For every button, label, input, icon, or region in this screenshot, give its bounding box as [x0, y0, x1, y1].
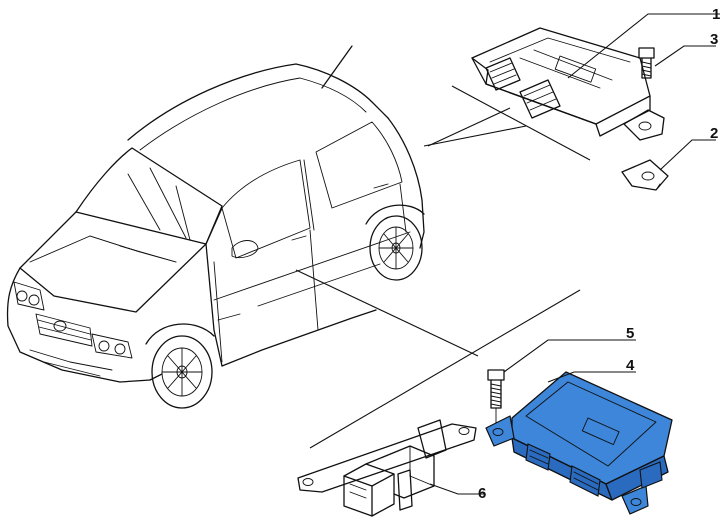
side-mirror [231, 240, 259, 259]
callout-4: 4 [626, 357, 635, 374]
car-illustration [6, 45, 425, 409]
callout-6: 6 [478, 485, 486, 502]
part-2-clip [621, 159, 669, 191]
part-6-bracket [297, 419, 477, 517]
car-side-body [149, 207, 223, 381]
part-5-bolt [487, 369, 505, 427]
front-side-window [221, 159, 311, 259]
front-bumper [6, 267, 151, 383]
leader-car-to-module-1 [423, 125, 527, 147]
leader-car-to-module-4 [295, 269, 479, 357]
car-rear [387, 117, 425, 249]
callout-2: 2 [710, 125, 718, 142]
rear-side-window [315, 121, 403, 209]
front-door [213, 261, 223, 363]
part-3-bolt [638, 47, 655, 79]
headlight-left [13, 281, 45, 311]
part-4-blue-control-module [485, 371, 673, 515]
car-roof [127, 63, 389, 141]
part-1-control-unit [471, 27, 665, 141]
windshield [75, 147, 223, 245]
rear-wheel [365, 204, 425, 281]
car-antenna [321, 45, 353, 89]
headlight-right [91, 333, 133, 359]
front-grille [35, 313, 93, 347]
callout-1: 1 [712, 6, 720, 23]
front-wheel [145, 323, 215, 409]
callout-5: 5 [626, 325, 634, 342]
brand-logo [53, 320, 67, 332]
callout-3: 3 [710, 31, 718, 48]
car-hood [19, 211, 207, 313]
